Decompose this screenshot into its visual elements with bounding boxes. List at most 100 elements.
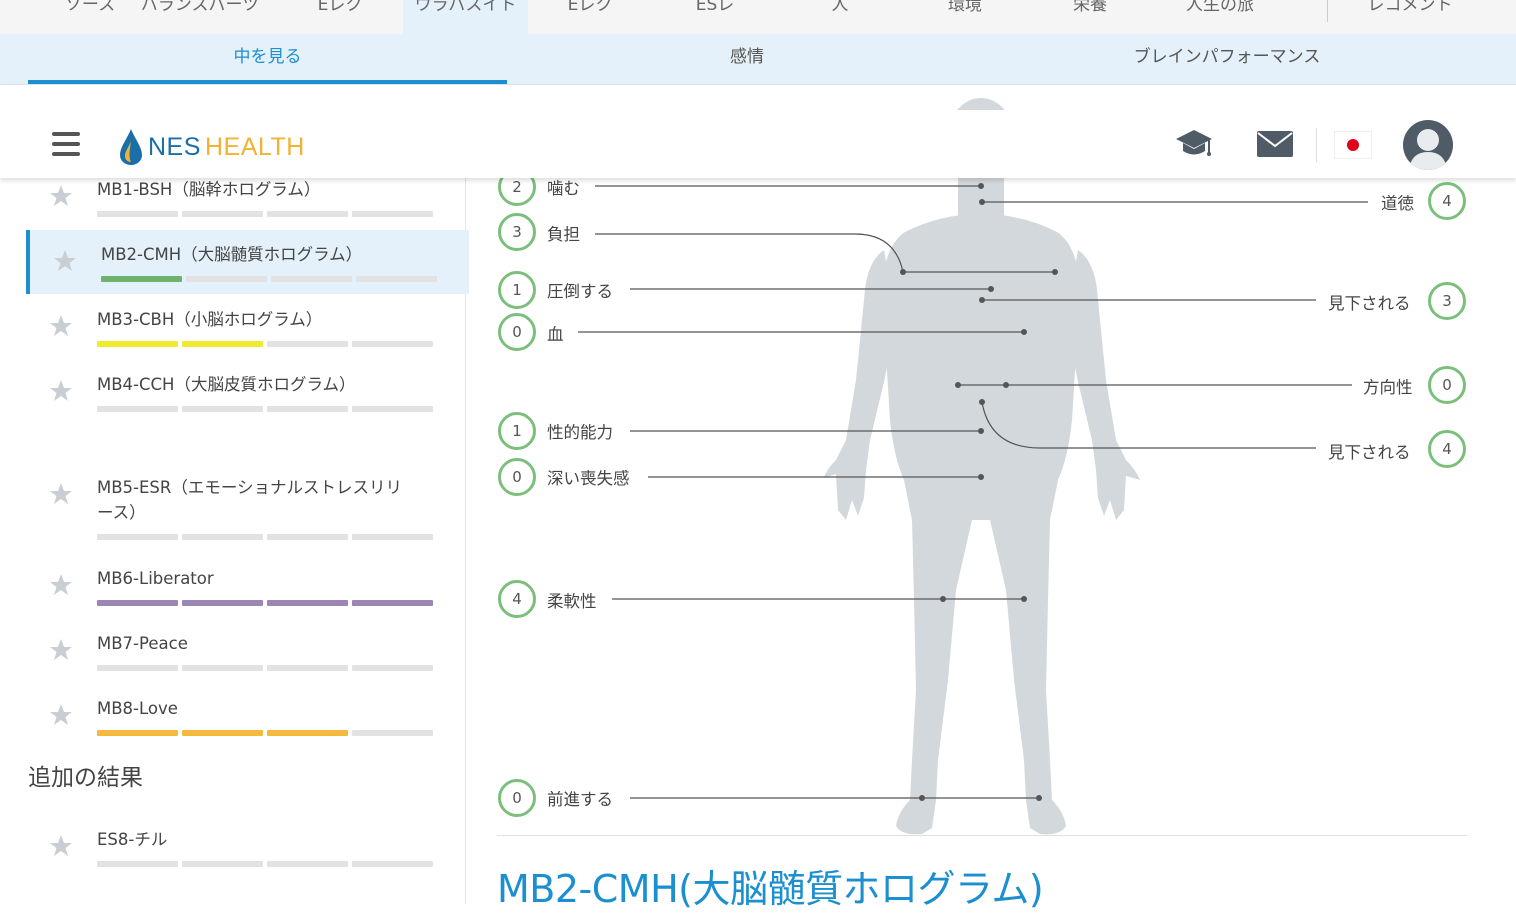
top-tab-bar: ソース バランスパーツ Eレク ウラパスイト Eレク ESレ 人 環境 栄養 人… xyxy=(0,0,1516,34)
sidebar-item[interactable]: MB2-CMH（大脳髄質ホログラム） xyxy=(26,230,469,294)
right-leader-lines xyxy=(958,201,1368,449)
top-tab-environment[interactable]: 環境 xyxy=(948,0,982,15)
star-icon[interactable] xyxy=(53,249,77,277)
sidebar-item[interactable]: MB8-Love xyxy=(26,684,465,748)
score-circle-flexibility: 4 xyxy=(498,580,536,618)
label-overwhelm[interactable]: 圧倒する xyxy=(547,282,613,301)
label-deep-loss[interactable]: 深い喪失感 xyxy=(547,469,630,488)
score-bar-segment xyxy=(352,600,433,606)
sidebar-item[interactable]: MB5-ESR（エモーショナルストレスリリース） xyxy=(26,463,465,540)
page-title: MB2-CMH(大脳髄質ホログラム) xyxy=(497,867,1044,911)
sidebar-item-label: MB5-ESR（エモーショナルストレスリリ xyxy=(97,478,403,497)
sidebar-item-label: MB6-Liberator xyxy=(97,569,214,588)
label-morality[interactable]: 道徳 xyxy=(1381,194,1414,213)
sub-tab-bar: 中を見る 感情 ブレインパフォーマンス xyxy=(0,34,1516,85)
score-bar-segment xyxy=(352,665,433,671)
score-bar-segment xyxy=(182,861,263,867)
label-sexual-ability[interactable]: 性的能力 xyxy=(547,423,613,442)
top-tab-recommend[interactable]: レコメント xyxy=(1367,0,1453,15)
score-bar-group xyxy=(97,341,434,347)
score-bar-segment xyxy=(267,406,348,412)
star-icon[interactable] xyxy=(49,184,73,212)
top-tab-sources[interactable]: ソース xyxy=(64,0,116,15)
star-icon[interactable] xyxy=(49,573,73,601)
sidebar-item-label: MB4-CCH（大脳皮質ホログラム） xyxy=(97,375,356,394)
label-move-forward[interactable]: 前進する xyxy=(547,790,613,809)
score-bar-group xyxy=(97,406,434,412)
top-tab-active[interactable]: ウラパスイト xyxy=(403,0,528,34)
score-bar-segment xyxy=(182,341,263,347)
score-bar-segment xyxy=(352,406,433,412)
score-bar-segment xyxy=(267,600,348,606)
sidebar-item-label: MB3-CBH（小脳ホログラム） xyxy=(97,310,323,329)
score-bar-group xyxy=(97,861,434,867)
user-avatar[interactable] xyxy=(1403,120,1453,170)
sidebar-item-label: MB1-BSH（脳幹ホログラム） xyxy=(97,180,321,199)
sidebar-item-label: ES8-チル xyxy=(97,830,168,849)
score-circle-move-forward: 0 xyxy=(498,779,536,817)
top-tab-es[interactable]: ESレ xyxy=(695,0,735,15)
score-circle-deep-loss: 0 xyxy=(498,458,536,496)
star-icon[interactable] xyxy=(49,638,73,666)
score-bar-segment xyxy=(186,276,267,282)
header-divider xyxy=(1316,128,1317,162)
score-bar-segment xyxy=(267,534,348,540)
score-bar-segment xyxy=(182,600,263,606)
score-bar-segment xyxy=(97,341,178,347)
score-bar-segment xyxy=(182,211,263,217)
graduation-cap-icon[interactable] xyxy=(1174,126,1214,166)
top-tab-e2[interactable]: Eレク xyxy=(567,0,613,15)
label-looked-down-upon-1[interactable]: 見下される xyxy=(1328,294,1411,313)
active-tab-underline xyxy=(28,80,507,84)
mail-icon[interactable] xyxy=(1256,130,1294,162)
japan-flag-icon[interactable] xyxy=(1335,132,1371,158)
logo-text-health: HEALTH xyxy=(205,133,305,161)
section-divider xyxy=(497,835,1467,836)
sidebar-item[interactable]: ES8-チル xyxy=(26,815,465,875)
score-circle-burden: 3 xyxy=(498,213,536,251)
label-direction[interactable]: 方向性 xyxy=(1363,378,1413,397)
sidebar-item[interactable]: MB1-BSH（脳幹ホログラム） xyxy=(26,165,465,229)
tab-look-inside[interactable]: 中を見る xyxy=(233,47,302,67)
score-circle-sexual-ability: 1 xyxy=(498,412,536,450)
top-tab-life-journey[interactable]: 人生の旅 xyxy=(1186,0,1254,15)
score-bar-segment xyxy=(182,665,263,671)
sidebar-item-label: MB7-Peace xyxy=(97,634,188,653)
top-tab-e1[interactable]: Eレク xyxy=(317,0,363,15)
sidebar: MB1-BSH（脳幹ホログラム） MB2-CMH（大脳髄質ホログラム） MB3-CB… xyxy=(0,178,469,904)
sidebar-item-label: MB8-Love xyxy=(97,699,178,718)
top-tab-nutrition[interactable]: 栄養 xyxy=(1073,0,1107,15)
sidebar-item[interactable]: MB7-Peace xyxy=(26,619,465,683)
score-bar-segment xyxy=(182,730,263,736)
label-burden[interactable]: 負担 xyxy=(547,225,580,244)
star-icon[interactable] xyxy=(49,482,73,510)
label-flexibility[interactable]: 柔軟性 xyxy=(547,592,597,611)
sidebar-item[interactable]: MB4-CCH（大脳皮質ホログラム） xyxy=(26,360,465,424)
top-tab-people[interactable]: 人 xyxy=(831,0,849,15)
label-looked-down-upon-2[interactable]: 見下される xyxy=(1328,443,1411,462)
tab-brain-performance[interactable]: ブレインパフォーマンス xyxy=(1133,47,1321,67)
score-circle-overwhelm: 1 xyxy=(498,271,536,309)
score-bar-segment xyxy=(352,730,433,736)
score-bar-group xyxy=(97,665,434,671)
top-tab-balance[interactable]: バランスパーツ xyxy=(140,0,260,15)
score-bar-segment xyxy=(352,861,433,867)
score-bar-segment xyxy=(97,730,178,736)
app-header: NES HEALTH xyxy=(0,110,1516,178)
score-bar-segment xyxy=(97,600,178,606)
tab-emotions[interactable]: 感情 xyxy=(730,47,764,67)
label-blood[interactable]: 血 xyxy=(547,325,564,344)
star-icon[interactable] xyxy=(49,703,73,731)
hamburger-menu-icon[interactable] xyxy=(52,132,80,158)
sidebar-item[interactable]: MB3-CBH（小脳ホログラム） xyxy=(26,295,465,359)
logo-text-nes: NES xyxy=(148,133,201,161)
star-icon[interactable] xyxy=(49,834,73,862)
left-leader-lines xyxy=(578,185,1055,799)
score-bar-segment xyxy=(182,534,263,540)
star-icon[interactable] xyxy=(49,314,73,342)
star-icon[interactable] xyxy=(49,379,73,407)
sidebar-item[interactable]: MB6-Liberator xyxy=(26,554,465,618)
label-chew[interactable]: 噛む xyxy=(547,179,580,198)
score-circle-blood: 0 xyxy=(498,313,536,351)
